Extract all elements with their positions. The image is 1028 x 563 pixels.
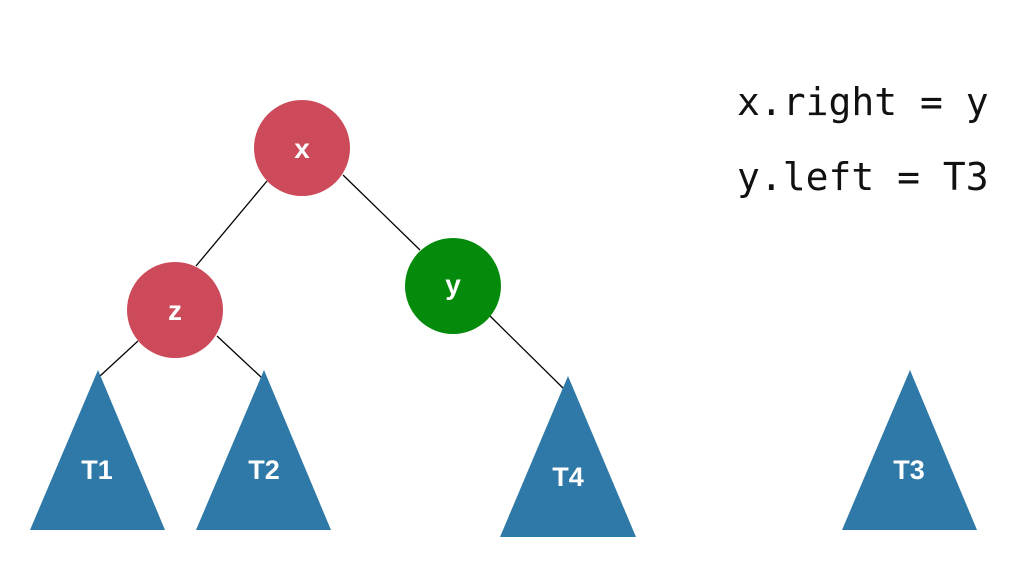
triangle-icon bbox=[842, 370, 977, 530]
triangle-icon bbox=[500, 376, 636, 537]
edge-z-t2 bbox=[216, 335, 263, 379]
edge-x-z bbox=[195, 180, 268, 267]
subtree-t1: T1 bbox=[30, 370, 165, 530]
subtree-label: T2 bbox=[248, 455, 280, 485]
subtree-label: T4 bbox=[552, 462, 584, 492]
node-x: x bbox=[254, 100, 350, 196]
subtree-t2: T2 bbox=[196, 370, 331, 530]
node-label: z bbox=[168, 295, 182, 326]
edge-x-y bbox=[342, 174, 421, 251]
subtree-label: T3 bbox=[893, 455, 925, 485]
node-label: x bbox=[294, 133, 310, 164]
subtree-t4: T4 bbox=[500, 376, 636, 537]
subtree-label: T1 bbox=[81, 455, 113, 485]
node-circle bbox=[127, 262, 223, 358]
subtree-t3: T3 bbox=[842, 370, 977, 530]
triangle-icon bbox=[30, 370, 165, 530]
code-line-2: y.left = T3 bbox=[737, 155, 989, 199]
node-label: y bbox=[445, 269, 461, 300]
edge-y-t4 bbox=[489, 315, 566, 391]
code-line-1: x.right = y bbox=[737, 80, 989, 124]
node-circle bbox=[254, 100, 350, 196]
node-y: y bbox=[405, 238, 501, 334]
edges bbox=[99, 174, 566, 391]
edge-z-t1 bbox=[99, 340, 139, 377]
node-z: z bbox=[127, 262, 223, 358]
node-circle bbox=[405, 238, 501, 334]
triangle-icon bbox=[196, 370, 331, 530]
